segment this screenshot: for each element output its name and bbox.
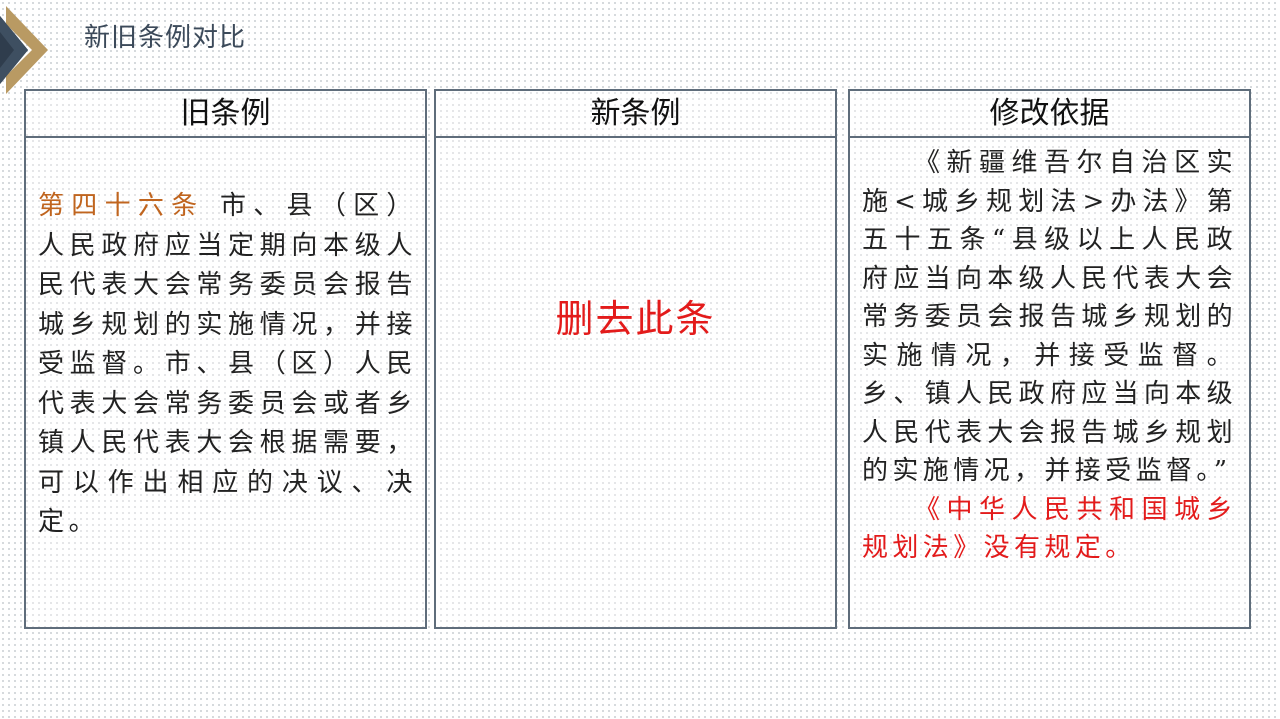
revision-basis-column: 修改依据 《新疆维吾尔自治区实施<城乡规划法>办法》第五十五条“县级以上人民政府… bbox=[848, 89, 1251, 629]
revision-basis-body: 《新疆维吾尔自治区实施<城乡规划法>办法》第五十五条“县级以上人民政府应当向本级… bbox=[850, 138, 1249, 627]
old-regulation-heading: 旧条例 bbox=[26, 91, 425, 138]
old-regulation-body: 第四十六条 市、县（区）人民政府应当定期向本级人民代表大会常务委员会报告城乡规划… bbox=[26, 138, 425, 627]
basis-paragraph-national: 《中华人民共和国城乡规划法》没有规定。 bbox=[862, 494, 1237, 564]
old-regulation-text: 第四十六条 市、县（区）人民政府应当定期向本级人民代表大会常务委员会报告城乡规划… bbox=[26, 138, 425, 543]
revision-basis-text: 《新疆维吾尔自治区实施<城乡规划法>办法》第五十五条“县级以上人民政府应当向本级… bbox=[850, 138, 1249, 568]
deleted-notice: 删去此条 bbox=[555, 297, 716, 341]
basis-paragraph-regional: 《新疆维吾尔自治区实施<城乡规划法>办法》第五十五条“县级以上人民政府应当向本级… bbox=[862, 148, 1237, 486]
revision-basis-heading: 修改依据 bbox=[850, 91, 1249, 138]
new-regulation-column: 新条例 删去此条 bbox=[434, 89, 837, 629]
new-regulation-heading: 新条例 bbox=[436, 91, 835, 138]
old-regulation-column: 旧条例 第四十六条 市、县（区）人民政府应当定期向本级人民代表大会常务委员会报告… bbox=[24, 89, 427, 629]
chevron-right-icon bbox=[0, 6, 48, 94]
article-number: 第四十六条 bbox=[38, 191, 205, 221]
page-title: 新旧条例对比 bbox=[84, 23, 247, 53]
old-regulation-content: 市、县（区）人民政府应当定期向本级人民代表大会常务委员会报告城乡规划的实施情况，… bbox=[38, 191, 417, 537]
new-regulation-body: 删去此条 bbox=[436, 138, 835, 627]
